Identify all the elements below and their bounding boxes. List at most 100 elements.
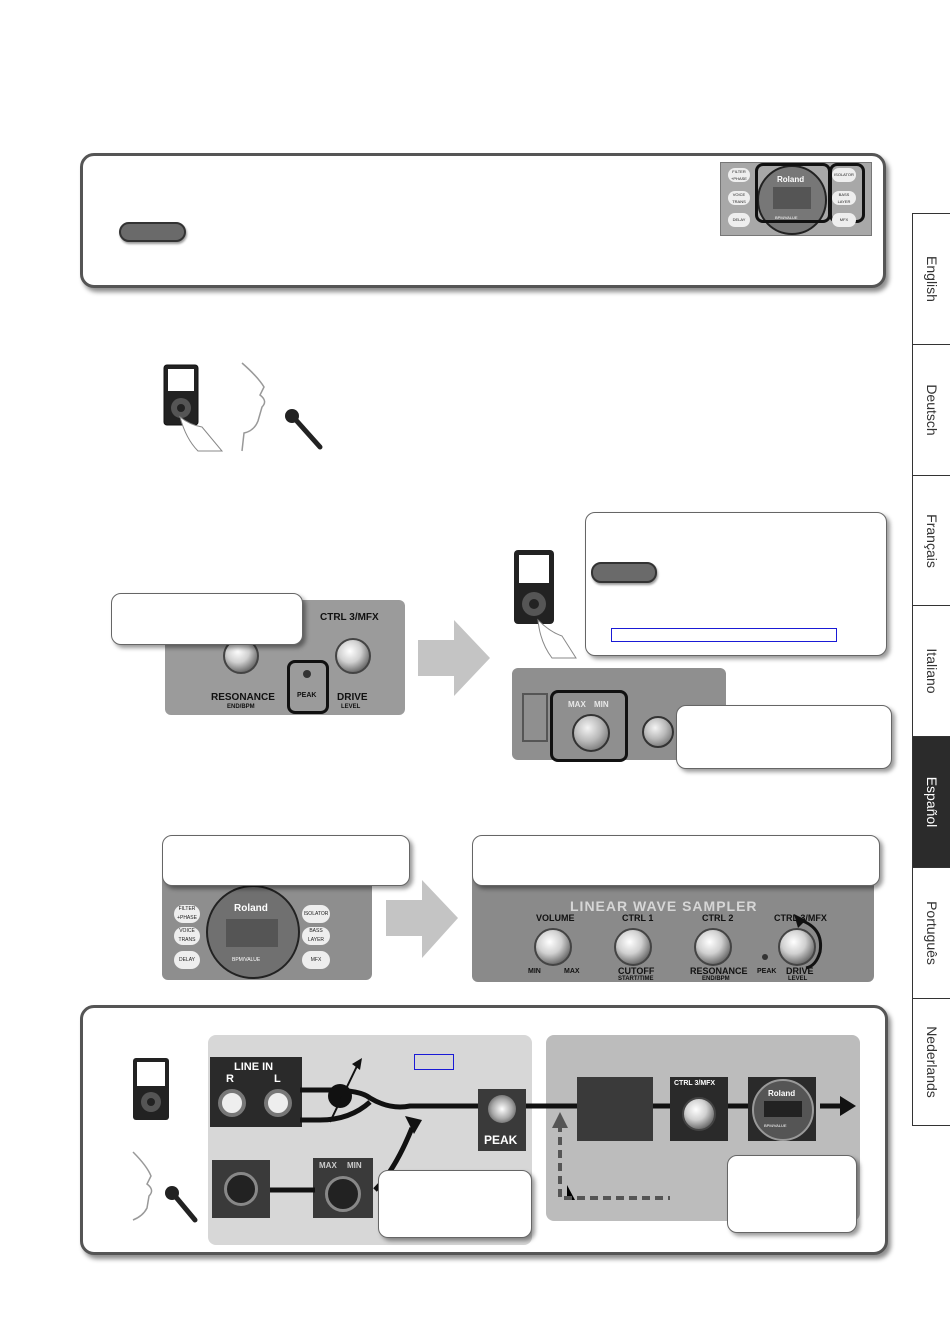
line-in-block: LINE IN R L (210, 1057, 302, 1127)
peak-led (488, 1095, 516, 1123)
effect-block (577, 1077, 653, 1141)
min-label: MIN (528, 968, 541, 975)
line-in-label: LINE IN (234, 1061, 274, 1073)
display (773, 187, 811, 209)
tab-nederlands[interactable]: Nederlands (912, 998, 950, 1126)
tab-label: Português (923, 901, 940, 965)
ctrl3-mfx-label: CTRL 3/MFX (320, 612, 379, 623)
tab-espanol[interactable]: Español (912, 736, 950, 867)
ctrl1-knob (614, 928, 652, 966)
reference-link[interactable] (611, 628, 837, 642)
diagram-sources (132, 1058, 198, 1223)
peak-label: PEAK (297, 692, 317, 699)
feedback-loop (552, 1112, 670, 1200)
microphone-icon (165, 1186, 198, 1223)
ctrl3-mfx-label: CTRL 3/MFX (674, 1080, 716, 1087)
tab-label: Italiano (923, 648, 940, 694)
line-in-r-jack (218, 1089, 246, 1117)
max-label: MAX (564, 968, 580, 975)
note-badge (591, 562, 657, 583)
media-player-icon (163, 364, 199, 426)
drive-label: DRIVE (337, 692, 368, 703)
microphone-icon (285, 409, 323, 450)
roland-logo: Roland (768, 1089, 796, 1098)
rotate-arrow-icon (794, 914, 823, 970)
tab-francais[interactable]: Français (912, 475, 950, 605)
volume-control-icon (328, 1084, 352, 1108)
front-panel-photo: LINEAR WAVE SAMPLER VOLUME CTRL 1 CTRL 2… (472, 870, 874, 982)
front-panel-callout (472, 835, 880, 886)
dial: Roland BPM/VALUE (752, 1079, 814, 1141)
controller-thumbnail: FILTER +PHASE VOICE TRANS DELAY Roland B… (720, 162, 872, 236)
peak-callout (111, 593, 303, 645)
r-label: R (226, 1073, 234, 1085)
bpm-value-label: BPM/VALUE (764, 1123, 787, 1128)
bpm-value-label: BPM/VALUE (775, 215, 798, 220)
arrow-right-icon (418, 620, 490, 696)
max-label: MAX (568, 700, 586, 709)
tab-deutsch[interactable]: Deutsch (912, 344, 950, 475)
face-profile-icon (132, 1151, 153, 1221)
reference-link[interactable] (414, 1054, 454, 1070)
cutoff-label: CUTOFF (618, 966, 655, 976)
tab-portugues[interactable]: Português (912, 867, 950, 998)
media-player-icon (514, 550, 554, 624)
tab-english[interactable]: English (912, 213, 950, 344)
tab-label: Español (923, 776, 940, 828)
min-label: MIN (347, 1161, 362, 1170)
mfx-button: MFX (832, 213, 856, 227)
resonance-label: RESONANCE (211, 692, 275, 703)
input-sources-illustration (163, 362, 323, 452)
roland-logo: Roland (234, 903, 268, 914)
end-bpm-label: END/BPM (227, 704, 255, 710)
tab-label: Deutsch (923, 384, 940, 436)
media-player-hand-illustration (514, 550, 577, 659)
bass-layer-button: BASS LAYER (832, 191, 856, 205)
mic-jack (224, 1172, 258, 1206)
ctrl3-block: CTRL 3/MFX (670, 1077, 728, 1141)
mic-highlight-frame (550, 690, 628, 762)
mic-level-knob (325, 1176, 361, 1212)
dial: Roland BPM/VALUE (757, 165, 827, 235)
mfx-button: MFX (302, 951, 330, 969)
panel-edge (522, 693, 548, 742)
ctrl2-label: CTRL 2 (702, 913, 734, 923)
dial: Roland BPM/VALUE (206, 885, 300, 979)
peak-led (762, 954, 768, 960)
peak-diagram-callout (378, 1170, 532, 1238)
peak-label: PEAK (757, 968, 777, 975)
delay-button: DELAY (728, 213, 750, 227)
mic-level-knob (572, 714, 610, 752)
bpm-value-label: BPM/VALUE (232, 957, 261, 963)
isolator-button: ISOLATOR (302, 905, 330, 923)
tab-italiano[interactable]: Italiano (912, 605, 950, 736)
ctrl2-knob (694, 928, 732, 966)
volume-label: VOLUME (536, 913, 575, 923)
mic-jack-block (212, 1160, 270, 1218)
line-in-l-jack (264, 1089, 292, 1117)
face-profile-icon (241, 362, 266, 452)
isolator-button: ISOLATOR (832, 168, 856, 182)
voice-trans-button: VOICE TRANS (728, 191, 750, 205)
peak-highlight-frame (287, 660, 329, 714)
peak-block: PEAK (478, 1089, 526, 1151)
model-name: LINEAR WAVE SAMPLER (570, 898, 758, 914)
max-label: MAX (319, 1161, 337, 1170)
dial-diagram-callout (727, 1155, 857, 1233)
min-label: MIN (594, 700, 609, 709)
note-badge (119, 222, 186, 242)
end-bpm-label: END/BPM (702, 976, 730, 982)
mic-jack (642, 716, 674, 748)
highlight-frame-left (755, 163, 831, 223)
controller-callout (162, 835, 410, 886)
mic-level-block: MAX MIN (313, 1158, 373, 1218)
tab-label: English (923, 256, 940, 302)
dial-block: Roland BPM/VALUE (748, 1077, 816, 1141)
voice-trans-button: VOICE TRANS (174, 927, 200, 945)
hand-icon (537, 618, 577, 659)
hand-icon (179, 415, 224, 452)
tab-label: Français (923, 513, 940, 568)
ctrl3-knob (682, 1097, 716, 1131)
media-player-icon (133, 1058, 169, 1120)
ctrl1-label: CTRL 1 (622, 913, 654, 923)
